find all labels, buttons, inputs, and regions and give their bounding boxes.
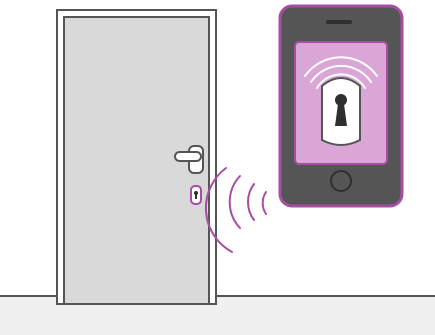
smart-lock-icon [191,186,201,204]
keyhole-icon [322,78,360,145]
smartphone-icon [280,6,402,206]
phone-speaker [326,20,352,24]
